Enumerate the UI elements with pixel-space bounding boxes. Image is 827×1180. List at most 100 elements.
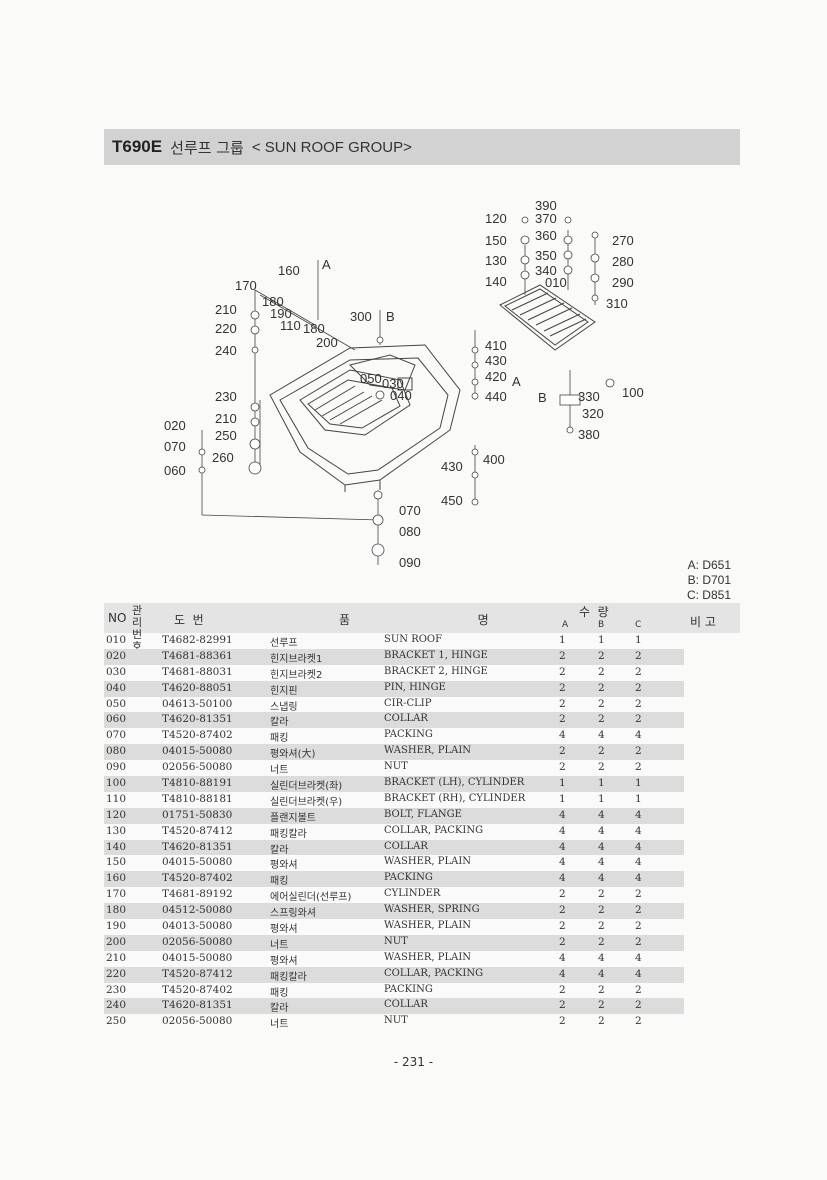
cell-qty-b: 1 xyxy=(598,634,605,646)
page-number: - 231 - xyxy=(393,1055,434,1069)
cell-name-english: SUN ROOF xyxy=(384,634,443,645)
cell-qty-c: 2 xyxy=(635,697,642,710)
cell-qty-b: 2 xyxy=(598,681,605,694)
cell-qty-c: 2 xyxy=(635,983,642,996)
cell-name-korean: 패킹 xyxy=(270,876,289,888)
cell-name-english: NUT xyxy=(384,935,408,947)
cell-qty-a: 2 xyxy=(559,761,566,774)
cell-name-english: NUT xyxy=(384,1015,408,1027)
cell-part-no: 04015-50080 xyxy=(162,951,233,964)
cell-name-korean: 힌지브라켓2 xyxy=(270,669,323,681)
svg-text:060: 060 xyxy=(164,463,186,478)
cell-part-no: 04512-50080 xyxy=(162,904,233,917)
cell-no: 050 xyxy=(105,697,127,710)
svg-text:A: A xyxy=(322,257,331,272)
title-english: < SUN ROOF GROUP> xyxy=(251,138,412,156)
cell-qty-c: 2 xyxy=(635,761,642,774)
cell-no: 030 xyxy=(105,665,127,678)
svg-text:200: 200 xyxy=(316,335,338,350)
legend-item: C: D851 xyxy=(686,588,731,602)
cell-qty-a: 4 xyxy=(559,856,566,869)
cell-name-korean: 패킹 xyxy=(270,733,289,745)
cell-name-english: BRACKET 2, HINGE xyxy=(384,665,488,677)
cell-name-korean: 너트 xyxy=(270,765,289,777)
cell-name-korean: 패킹 xyxy=(270,987,289,999)
cell-name-english: COLLAR, PACKING xyxy=(384,824,484,836)
cell-no: 160 xyxy=(105,872,127,885)
cell-qty-b: 2 xyxy=(598,665,605,678)
cell-qty-a: 4 xyxy=(559,729,566,742)
cell-qty-a: 2 xyxy=(559,665,566,678)
cell-qty-a: 2 xyxy=(559,999,566,1012)
cell-name-korean: 평와셔 xyxy=(270,924,298,936)
cell-qty-a: 4 xyxy=(559,951,566,964)
cell-part-no: T4681-88031 xyxy=(162,665,233,678)
cell-qty-c: 4 xyxy=(635,856,642,869)
sun-roof-body xyxy=(269,344,461,492)
header-name: 품 명 xyxy=(339,613,529,627)
svg-text:040: 040 xyxy=(390,388,412,403)
cell-qty-c: 2 xyxy=(635,999,642,1012)
cell-no: 020 xyxy=(105,649,127,662)
svg-text:310: 310 xyxy=(606,296,628,311)
cell-no: 180 xyxy=(105,904,127,917)
header-part-no: 도 번 xyxy=(174,613,204,627)
cell-qty-a: 1 xyxy=(559,634,566,646)
cell-qty-b: 4 xyxy=(598,951,605,964)
cell-name-english: CYLINDER xyxy=(384,888,441,900)
cell-part-no: T4620-81351 xyxy=(162,999,233,1012)
svg-text:440: 440 xyxy=(485,389,507,404)
cell-qty-b: 2 xyxy=(598,761,605,774)
cell-qty-b: 2 xyxy=(598,999,605,1012)
svg-text:450: 450 xyxy=(441,493,463,508)
cell-part-no: 02056-50080 xyxy=(162,935,233,948)
svg-text:210: 210 xyxy=(215,302,237,317)
cell-name-korean: 플랜지볼트 xyxy=(270,812,316,824)
svg-text:180: 180 xyxy=(262,294,284,309)
cell-name-english: WASHER, PLAIN xyxy=(384,920,472,932)
cell-name-korean: 패킹칼라 xyxy=(270,971,307,983)
cell-name-korean: 너트 xyxy=(270,1019,289,1031)
cell-qty-b: 2 xyxy=(598,697,605,710)
cell-qty-c: 2 xyxy=(635,904,642,917)
cell-qty-b: 2 xyxy=(598,745,605,758)
svg-text:B: B xyxy=(538,390,547,405)
cell-part-no: T4620-81351 xyxy=(162,840,233,853)
cell-qty-c: 2 xyxy=(635,745,642,758)
cell-name-english: COLLAR xyxy=(384,840,428,852)
svg-text:A: A xyxy=(512,374,521,389)
header-c: C xyxy=(635,620,642,630)
cell-qty-a: 4 xyxy=(559,967,566,980)
header-a: A xyxy=(562,620,569,630)
cell-part-no: T4810-88181 xyxy=(162,792,233,805)
cell-name-english: WASHER, PLAIN xyxy=(384,951,472,963)
cell-no: 150 xyxy=(105,856,127,869)
cell-qty-a: 2 xyxy=(559,745,566,758)
cell-qty-b: 4 xyxy=(598,808,605,821)
cell-name-english: COLLAR xyxy=(384,999,428,1011)
cell-part-no: 01751-50830 xyxy=(162,808,233,821)
cell-name-english: BRACKET 1, HINGE xyxy=(384,649,488,661)
cell-qty-a: 2 xyxy=(559,935,566,948)
cell-no: 120 xyxy=(105,808,127,821)
cell-qty-a: 2 xyxy=(559,713,566,726)
svg-text:170: 170 xyxy=(235,278,257,293)
cell-part-no: T4520-87412 xyxy=(162,967,233,980)
svg-text:020: 020 xyxy=(164,418,186,433)
svg-text:270: 270 xyxy=(612,233,634,248)
cell-no: 220 xyxy=(105,967,127,980)
cell-qty-c: 1 xyxy=(635,634,642,646)
callout-labels: 390 370 360 350 340 010 120 150 130 140 … xyxy=(164,198,644,570)
cell-part-no: T4810-88191 xyxy=(162,777,233,790)
svg-text:210: 210 xyxy=(215,411,237,426)
cell-part-no: 02056-50080 xyxy=(162,761,233,774)
svg-text:320: 320 xyxy=(582,406,604,421)
cell-name-korean: 평와셔 xyxy=(270,860,298,872)
